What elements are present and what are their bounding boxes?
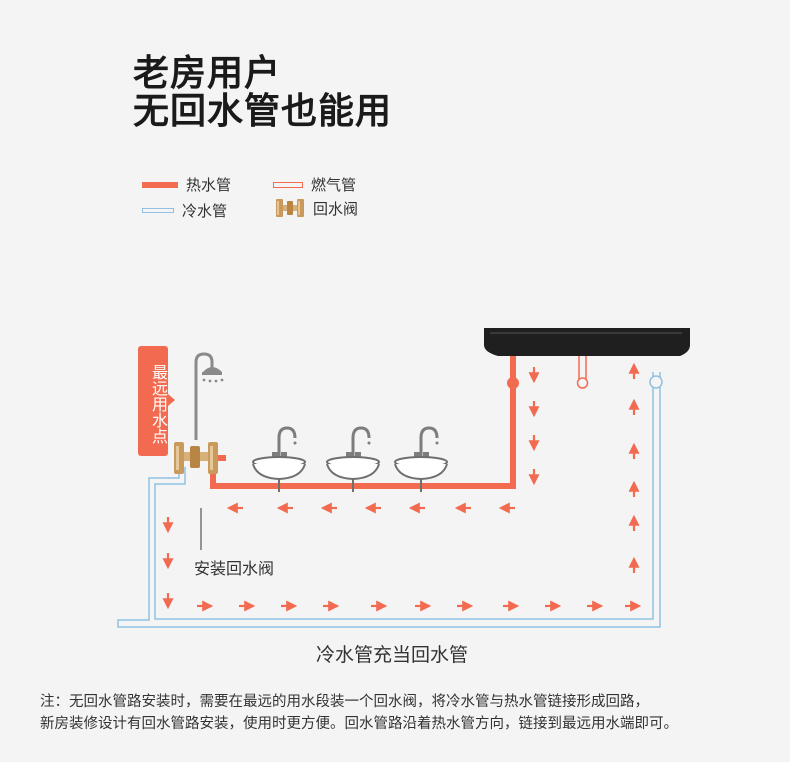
install-valve-label: 安装回水阀: [194, 559, 275, 578]
legend-return-valve-label: 回水阀: [313, 199, 359, 218]
hot-pipe-joint: [507, 377, 519, 389]
legend-cold-pipe-label: 冷水管: [182, 202, 228, 220]
cold-water-pipe: [117, 372, 663, 628]
flow-arrows: [162, 362, 642, 612]
legend-hot-pipe: 热水管: [142, 174, 231, 195]
title-line-2: 无回水管也能用: [133, 91, 393, 132]
cold-pipe-swatch: [142, 208, 174, 213]
sink-icon: [252, 426, 306, 492]
legend-gas-pipe: 燃气管: [273, 174, 356, 195]
sink-icon: [326, 426, 380, 492]
water-heater: [484, 328, 690, 356]
badge-pointer: [168, 394, 175, 406]
legend-return-valve: 回水阀: [275, 196, 358, 220]
sinks: [252, 426, 448, 492]
title-line-1: 老房用户: [133, 53, 282, 94]
note-line-1: 注：无回水管路安装时，需要在最远的用水段装一个回水阀，将冷水管与热水管链接形成回…: [40, 694, 649, 710]
gas-pipe: [576, 354, 589, 389]
shower-icon: [194, 352, 222, 440]
hot-pipe-swatch: [142, 181, 178, 188]
legend-hot-pipe-label: 热水管: [186, 176, 232, 194]
farthest-point-badge: 最远用水点: [138, 346, 168, 456]
return-valve-fitting: [174, 442, 218, 474]
gas-pipe-swatch: [273, 181, 303, 188]
note-line-2: 新房装修设计有回水管路安装，使用时更方便。回水管路沿着热水管方向，链接到最远用水…: [40, 716, 678, 732]
cold-pipe-caption: 冷水管充当回水管: [316, 644, 469, 666]
sink-icon: [394, 426, 448, 492]
legend-cold-pipe: 冷水管: [142, 200, 227, 221]
shower-drops: [202, 378, 224, 383]
return-valve-icon: [276, 199, 304, 217]
legend-gas-pipe-label: 燃气管: [311, 176, 357, 194]
